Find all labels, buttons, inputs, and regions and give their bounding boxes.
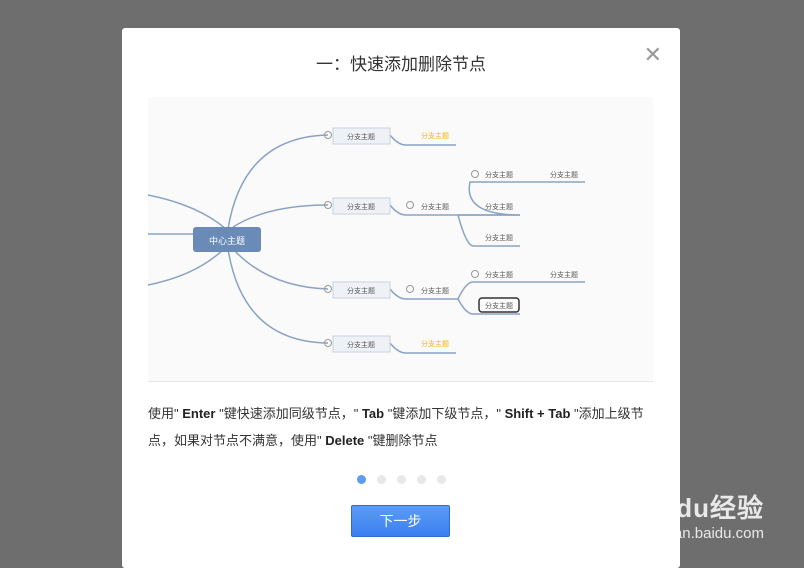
center-node-label: 中心主题 [209,235,245,247]
branch-label: 分支主题 [347,286,375,295]
desc-text: "键快速添加同级节点，" [215,406,362,421]
watermark: Baidu经验 jingyan.baidu.com [633,488,764,542]
key-shift-tab: Shift + Tab [504,406,571,421]
modal-title: 一：快速添加删除节点 [316,55,486,74]
watermark-brand: Baidu经验 [632,493,764,523]
branch-label: 分支主题 [347,132,375,141]
description-text: 使用" Enter "键快速添加同级节点，" Tab "键添加下级节点，" Sh… [148,400,653,454]
key-tab: Tab [361,406,385,421]
center-node [193,227,261,252]
key-enter: Enter [182,406,216,421]
tutorial-modal: 一：快速添加删除节点 ✕ 中心主题 [122,28,680,568]
mindmap-screenshot: 中心主题 分支主题 分支主题 分支主题 分支主题 分支主题 分支主题 分支主题 … [147,97,653,382]
branch-label: 分支主题 [485,301,513,310]
selected-node [478,297,520,313]
desc-text: "键删除节点 [364,433,438,448]
branch-label: 分支主题 [550,170,578,179]
desc-text: "键添加下级节点，" [384,406,505,421]
desc-text: 使用" [148,406,183,421]
desc-text: "添加上级节点，如果对节点不满意，使用" [148,406,644,448]
close-icon[interactable]: ✕ [643,42,662,67]
page-dot-5[interactable] [436,475,446,484]
key-delete: Delete [325,433,365,448]
branch-label: 分支主题 [485,270,513,279]
next-step-button[interactable]: 下一步 [351,505,450,537]
watermark-url: jingyan.baidu.com [643,525,764,542]
branch-label: 分支主题 [347,340,375,349]
page-dot-2[interactable] [376,475,386,484]
page-dot-3[interactable] [396,475,406,484]
branch-label: 分支主题 [347,202,375,211]
page-dot-4[interactable] [416,475,426,484]
branch-label: 分支主题 [421,339,449,348]
branch-label: 分支主题 [485,233,513,242]
branch-label: 分支主题 [485,170,513,179]
pagination-dots [122,475,680,484]
mindmap-image: 中心主题 分支主题 分支主题 分支主题 分支主题 分支主题 分支主题 分支主题 … [147,127,585,354]
page-dot-1[interactable] [356,475,366,484]
branch-label: 分支主题 [421,286,449,295]
branch-label: 分支主题 [485,202,513,211]
branch-label: 分支主题 [421,202,449,211]
branch-label: 分支主题 [550,270,578,279]
branch-label: 分支主题 [421,131,449,140]
